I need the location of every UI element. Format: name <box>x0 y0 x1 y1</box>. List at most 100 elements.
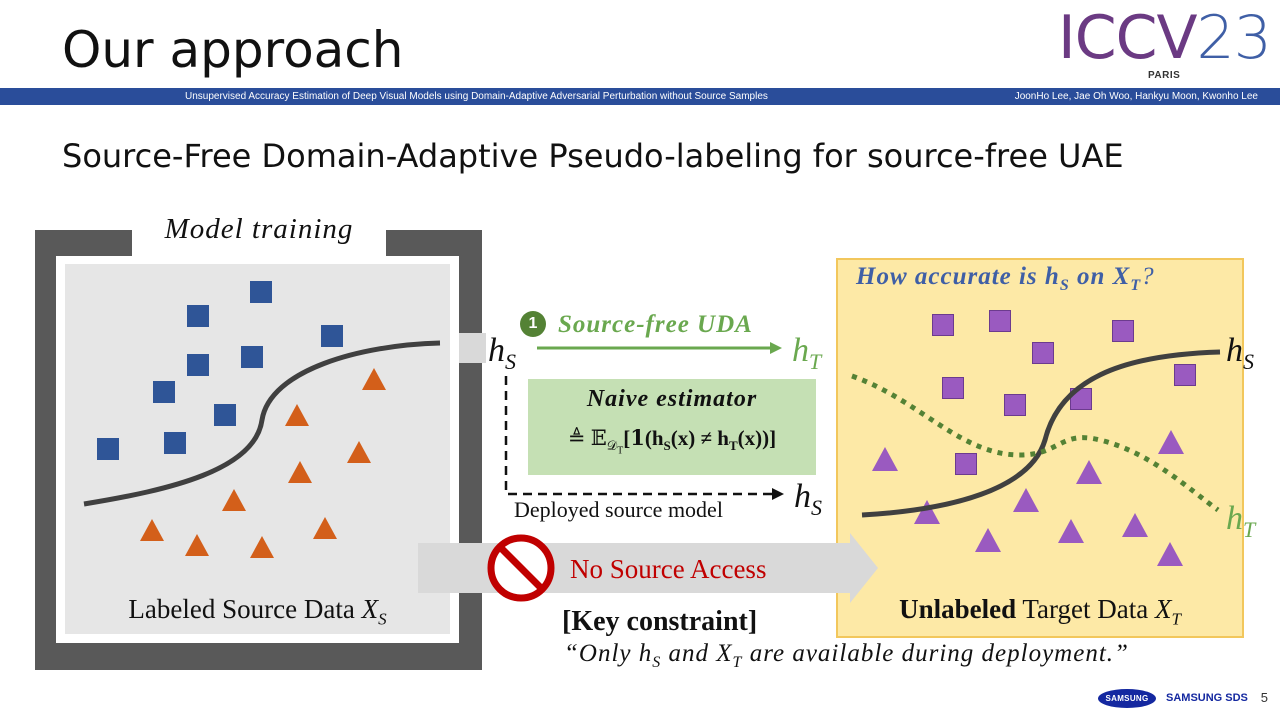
formula-ht-sub: T <box>728 438 738 454</box>
paper-authors: JoonHo Lee, Jae Oh Woo, Hankyu Moon, Kwo… <box>1014 91 1258 102</box>
source-square <box>250 281 272 303</box>
deployed-source-model-label: Deployed source model <box>514 497 723 522</box>
target-triangle <box>1157 542 1183 566</box>
no-source-access-label: No Source Access <box>570 554 767 584</box>
target-triangle <box>1058 519 1084 543</box>
target-square <box>1112 320 1134 342</box>
prohibited-icon <box>487 534 555 602</box>
target-var-sub: T <box>1171 609 1181 629</box>
deployed-arrow-head <box>772 488 784 500</box>
source-var: X <box>361 594 379 624</box>
source-triangle <box>347 441 371 463</box>
hs-subscript: S <box>811 494 822 520</box>
deployed-model-hs: hS <box>794 478 822 521</box>
slide-title: Our approach <box>62 21 404 79</box>
target-square <box>942 377 964 399</box>
formula-hs-sub: S <box>663 438 671 454</box>
paper-title: Unsupervised Accuracy Estimation of Deep… <box>185 91 768 102</box>
question-mid: on X <box>1076 263 1131 290</box>
target-square <box>1032 342 1054 364</box>
target-question: How accurate is hS on XT? <box>856 263 1155 295</box>
formula-mid: (x) ≠ h <box>670 426 729 450</box>
ht-symbol: h <box>792 332 809 369</box>
source-square <box>97 438 119 460</box>
model-training-label-bg <box>132 212 386 258</box>
question-hs-sub: S <box>1059 277 1070 294</box>
samsung-logo-text: SAMSUNG <box>1105 694 1149 703</box>
naive-estimator-formula: ≜ 𝔼𝒟T[𝟏(hS(x) ≠ hT(x))] <box>528 425 816 457</box>
source-square <box>187 354 209 376</box>
source-square <box>241 346 263 368</box>
target-triangle <box>1122 513 1148 537</box>
formula-prefix: ≜ 𝔼 <box>567 426 607 450</box>
source-square <box>321 325 343 347</box>
target-hs-label: hS <box>1226 332 1254 375</box>
target-square <box>989 310 1011 332</box>
samsung-sds-logo: SAMSUNG SDS <box>1166 692 1248 704</box>
source-label-text: Labeled Source Data <box>128 594 355 624</box>
source-square <box>187 305 209 327</box>
target-triangle <box>872 447 898 471</box>
target-square <box>1174 364 1196 386</box>
source-triangle <box>250 536 274 558</box>
target-square <box>1070 388 1092 410</box>
target-triangle <box>914 500 940 524</box>
source-triangle <box>222 489 246 511</box>
step-badge: 1 <box>520 311 546 337</box>
source-data-label: Labeled Source Data XS <box>65 594 450 629</box>
page-number: 5 <box>1260 690 1268 705</box>
samsung-logo: SAMSUNG <box>1098 689 1156 708</box>
ht-subscript: T <box>809 348 822 374</box>
target-ht-label: hT <box>1226 500 1255 543</box>
naive-estimator-box <box>528 379 816 475</box>
source-model-hs: hS <box>488 332 516 375</box>
target-label-rest: Target Data <box>1022 594 1149 624</box>
naive-estimator-title: Naive estimator <box>586 386 758 412</box>
source-square <box>153 381 175 403</box>
formula-sub: 𝒟 <box>606 438 618 454</box>
target-square <box>1004 394 1026 416</box>
source-square <box>214 404 236 426</box>
source-data-area <box>65 264 450 634</box>
hs-subscript: S <box>1243 348 1254 374</box>
iccv-logo: ICCV23 <box>1058 3 1272 73</box>
source-triangle <box>185 534 209 556</box>
source-triangle <box>285 404 309 426</box>
source-square <box>164 432 186 454</box>
quote-end: are available during deployment.” <box>749 640 1129 667</box>
slide-subtitle: Source-Free Domain-Adaptive Pseudo-label… <box>62 137 1124 175</box>
header-banner <box>0 88 1280 105</box>
target-triangle <box>1158 430 1184 454</box>
target-square <box>955 453 977 475</box>
key-constraint-label: [Key constraint] <box>562 606 758 637</box>
ht-symbol: h <box>1226 500 1243 537</box>
target-label-bold: Unlabeled <box>899 594 1017 624</box>
target-var: X <box>1154 594 1172 624</box>
uda-arrow-head <box>770 342 782 354</box>
target-triangle <box>1013 488 1039 512</box>
formula-subsub: T <box>617 445 624 457</box>
target-model-ht: hT <box>792 332 821 375</box>
question-prefix: How accurate is h <box>856 263 1060 290</box>
logo-year: 23 <box>1196 3 1272 73</box>
quote-xt-sub: T <box>732 654 743 671</box>
target-square <box>932 314 954 336</box>
source-var-sub: S <box>378 609 387 629</box>
source-triangle <box>362 368 386 390</box>
target-triangle <box>975 528 1001 552</box>
quote-mid: and X <box>668 640 733 667</box>
ht-subscript: T <box>1243 516 1256 542</box>
hs-subscript: S <box>505 348 516 374</box>
formula-body: [𝟏(h <box>623 426 664 450</box>
quote-prefix: “Only h <box>564 640 653 667</box>
question-xt-sub: T <box>1130 277 1142 294</box>
step-number: 1 <box>528 315 538 332</box>
model-training-label: Model training <box>164 213 354 245</box>
logo-text: ICCV <box>1058 3 1198 73</box>
hs-symbol: h <box>1226 332 1243 369</box>
source-triangle <box>288 461 312 483</box>
formula-end: (x))] <box>737 426 777 450</box>
key-constraint-quote: “Only hS and XT are available during dep… <box>564 640 1129 672</box>
logo-city: PARIS <box>1148 70 1181 81</box>
source-triangle <box>140 519 164 541</box>
